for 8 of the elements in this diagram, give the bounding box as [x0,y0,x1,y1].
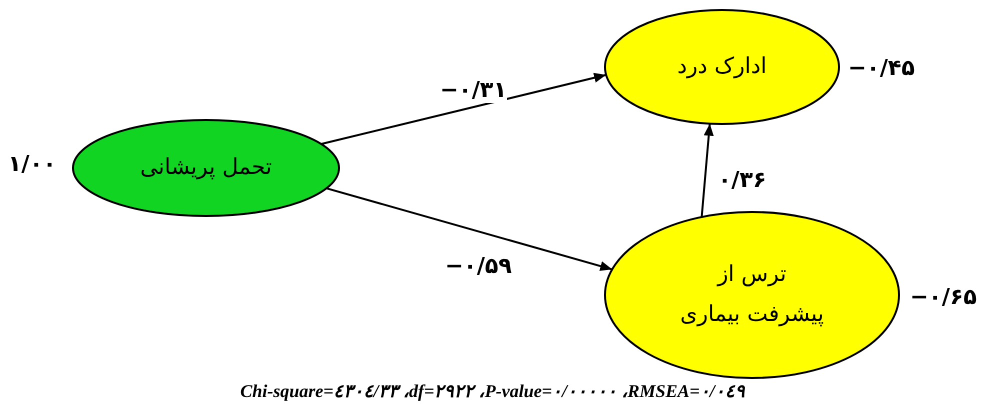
arrow [320,72,606,145]
fit-statistics: Chi-square=٤٣٠٤/٣٣ ،df=٢٩٢٢ ،P-value=٠/٠٠٠٠٠ ،RMSEA=٠/٠٤٩ [240,381,745,401]
path-coefficient: −۰/۳۱ [440,78,507,103]
arrow [700,124,714,218]
arrow [326,187,612,271]
variable-label: ترس از پیشرفت بیماری [679,261,825,329]
variable-label: ادارک درد [676,53,768,81]
variable-label: تحمل پریشانی [139,154,273,182]
